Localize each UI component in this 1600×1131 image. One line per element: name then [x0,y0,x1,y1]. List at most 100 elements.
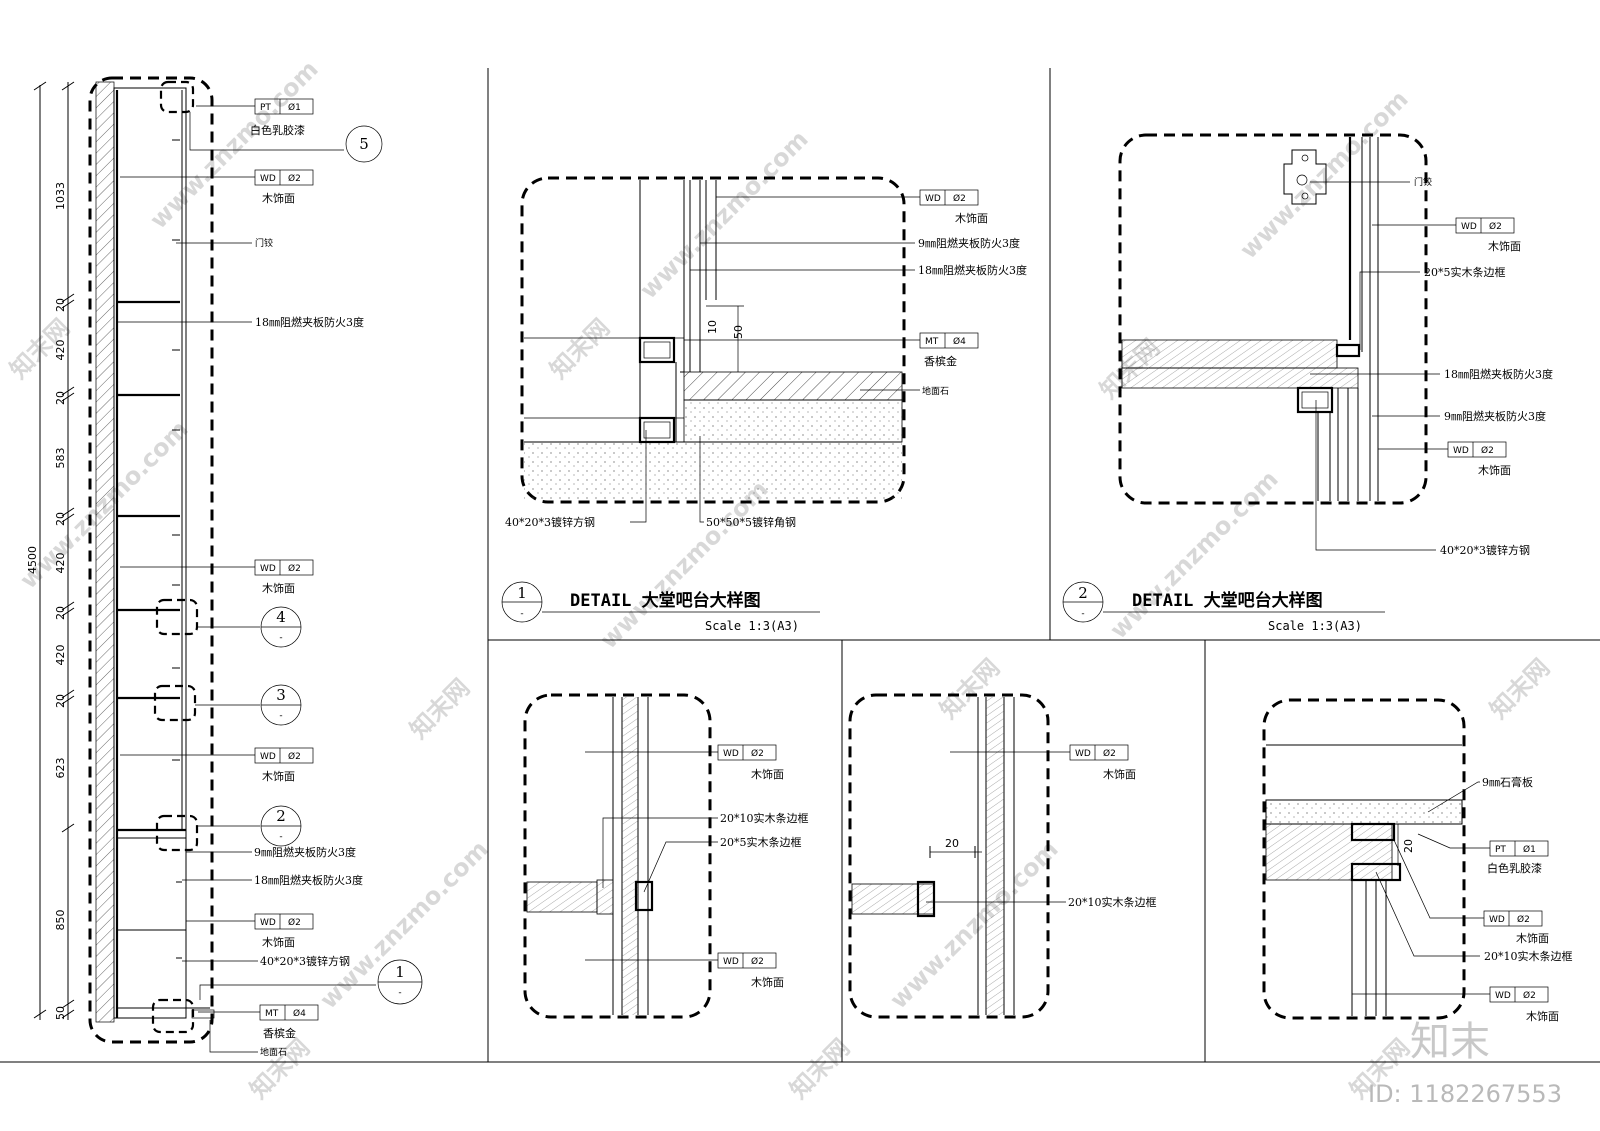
cabinet-elevation: 1033 20 420 20 583 20 420 20 420 20 623 … [26,76,215,1044]
watermark-brand: 知末网 [244,1034,315,1105]
tag-label: 木饰面 [1103,767,1136,781]
tag-code: PT [260,103,271,113]
detail-number: 2 [1078,584,1088,602]
total-dimension-label: 4500 [26,546,39,574]
tag-number: Ø2 [953,193,966,204]
material-tag: PT Ø1 [254,98,314,115]
watermark-site: www.znzmo.com [884,835,1063,1014]
tag-label: 木饰面 [262,769,295,783]
brand-logo: 知末 [1410,1019,1490,1065]
watermark-site: www.znzmo.com [1104,465,1283,644]
watermark-layer: www.znzmo.com www.znzmo.com www.znzmo.co… [4,55,1555,1104]
watermark-brand: 知末网 [404,674,475,745]
callout-sub: - [398,988,401,998]
detail-scale: Scale 1:3(A3) [705,619,799,633]
dimension-label: 20 [54,606,67,620]
tag-label: 木饰面 [262,581,295,595]
tag-label: 木饰面 [751,975,784,989]
detail-5: 20 9㎜石膏板 PT Ø1 白色乳胶漆 WD Ø2 木饰面 20*10实木条边… [1262,698,1573,1023]
note-steel-tube: 40*20*3镀锌方钢 [505,515,595,529]
callout-sub: - [279,832,282,842]
dimension-label: 20 [54,298,67,312]
callout-number: 2 [276,807,286,825]
note-steel-tube: 40*20*3镀锌方钢 [260,954,350,968]
note-plywood-18mm: 18㎜阻燃夹板防火3度 [254,873,363,887]
tag-code: WD [1495,991,1511,1001]
dimension-label: 420 [54,553,67,574]
tag-label: 香槟金 [924,354,957,368]
tag-code: WD [260,918,276,928]
note-hinge: 门铰 [255,237,273,249]
tag-number: Ø2 [1517,914,1530,925]
callout-sub: - [279,711,282,721]
tag-label: 木饰面 [1516,931,1549,945]
dimension-label: 20 [54,694,67,708]
tag-code: MT [265,1009,279,1019]
tag-label: 白色乳胶漆 [1487,861,1542,875]
material-tag: MT Ø4 [259,1004,319,1021]
note-frame-20x10: 20*10实木条边框 [1484,949,1573,963]
material-tag: WD Ø2 [254,747,314,764]
hinge-icon [1283,149,1327,205]
note-angle-steel: 50*50*5镀锌角钢 [706,515,796,529]
tag-number: Ø2 [751,748,764,759]
material-tag: WD Ø2 [254,169,314,186]
image-id: ID: 1182267553 [1368,1080,1562,1108]
dimension-label: 20 [945,837,959,850]
watermark-brand: 知末网 [1484,654,1555,725]
dimension-label: 583 [54,448,67,469]
tag-code: WD [1489,915,1505,925]
tag-number: Ø2 [1103,748,1116,759]
tag-code: WD [1453,446,1469,456]
callout-circle [345,125,383,163]
tag-number: Ø4 [293,1008,306,1019]
dimension-label: 1033 [54,182,67,210]
watermark-site: www.znzmo.com [314,835,493,1014]
material-tag: PT Ø1 [1489,840,1549,857]
callout-sub: - [279,633,282,643]
tag-label: 木饰面 [262,935,295,949]
tag-label: 白色乳胶漆 [250,123,305,137]
dimension-label: 20 [1402,839,1415,853]
tag-label: 木饰面 [751,767,784,781]
detail-sub: - [520,609,523,619]
dimension-label: 420 [54,340,67,361]
tag-number: Ø2 [288,917,301,928]
tag-number: Ø2 [288,751,301,762]
detail-number: 1 [517,584,527,602]
tag-label: 木饰面 [955,211,988,225]
tag-code: MT [925,337,939,347]
dimension-label: 10 [706,320,719,334]
tag-label: 木饰面 [1526,1009,1559,1023]
material-tag: WD Ø2 [717,952,777,969]
callout-number: 1 [395,963,405,981]
detail-2: 门铰 WD Ø2 木饰面 20*5实木条边框 18㎜阻燃夹板防火3度 9㎜阻燃夹… [1062,133,1553,633]
detail-sub: - [1081,609,1084,619]
callout-number: 3 [276,686,286,704]
material-tag: WD Ø2 [1483,910,1543,927]
tag-number: Ø1 [1523,844,1536,855]
detail-title: DETAIL 大堂吧台大样图 [1132,590,1323,611]
elevation-annotations: PT Ø1 白色乳胶漆 5 WD Ø2 木饰面 门铰 18㎜阻燃夹板防火3度 W… [116,98,423,1058]
detail-1: 10 50 WD Ø2 木饰面 9㎜阻燃夹板防火3度 18㎜阻燃夹板防火3度 M… [501,176,1027,633]
sheet-frame [0,68,1600,1063]
watermark-site: www.znzmo.com [634,125,813,304]
note-frame-20x5: 20*5实木条边框 [720,835,802,849]
dimension-ticks [33,81,75,1019]
detail-title: DETAIL 大堂吧台大样图 [570,590,761,611]
note-plywood-9mm: 9㎜阻燃夹板防火3度 [918,236,1020,250]
note-plywood-18mm: 18㎜阻燃夹板防火3度 [918,263,1027,277]
note-plywood-18mm: 18㎜阻燃夹板防火3度 [255,315,364,329]
tag-code: WD [723,749,739,759]
tag-code: WD [260,752,276,762]
tag-label: 木饰面 [262,191,295,205]
tag-code: WD [1075,749,1091,759]
detail-3: WD Ø2 木饰面 20*10实木条边框 20*5实木条边框 WD Ø2 木饰面 [523,693,809,1019]
note-frame-20x10: 20*10实木条边框 [720,811,809,825]
watermark-brand: 知末网 [784,1034,855,1105]
tag-number: Ø2 [1523,990,1536,1001]
tag-number: Ø2 [288,173,301,184]
dimension-label: 623 [54,758,67,779]
detail-title-block: 2 - DETAIL 大堂吧台大样图 Scale 1:3(A3) [1062,581,1385,633]
